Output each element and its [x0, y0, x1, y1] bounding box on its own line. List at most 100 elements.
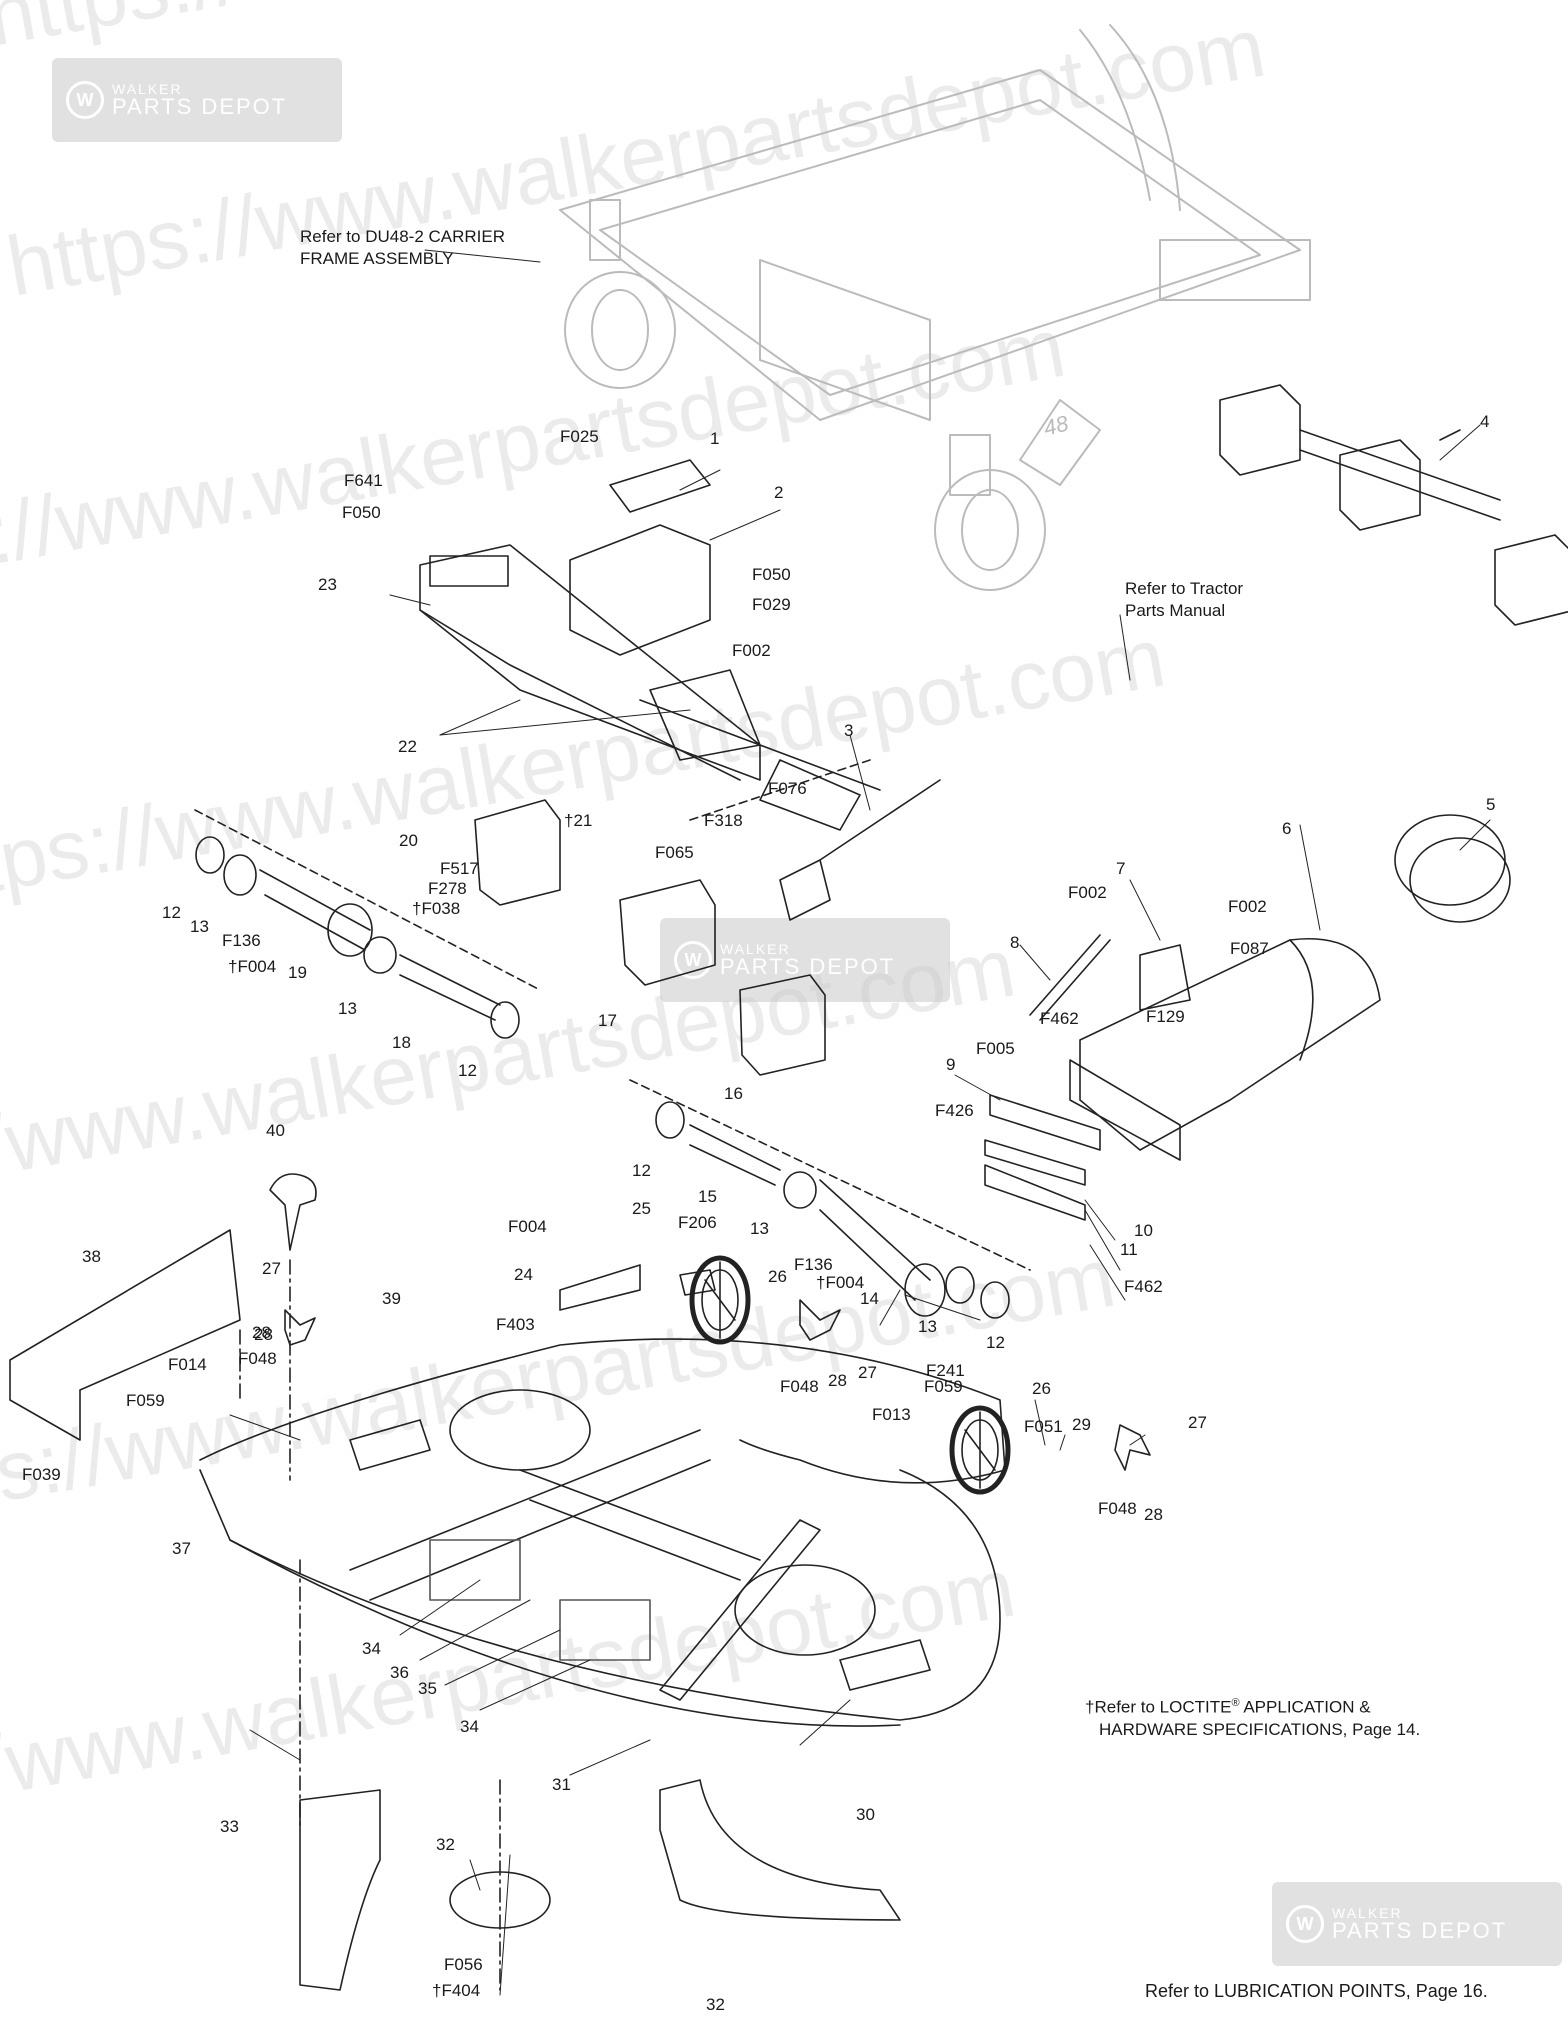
part-label: 28	[1144, 1505, 1163, 1524]
knob-27b	[1114, 1424, 1151, 1471]
watermark-brand-bottom: PARTS DEPOT	[112, 94, 288, 119]
part-label: 13	[750, 1219, 769, 1238]
part-label: 16	[724, 1084, 743, 1103]
part-label: 31	[552, 1775, 571, 1794]
part-label: F004	[508, 1217, 547, 1236]
part-label: 27	[262, 1259, 281, 1278]
gauge-wheel-26a	[689, 1255, 751, 1345]
plate-11	[984, 1164, 1086, 1221]
tractor-callout-line1: Refer to Tractor	[1125, 579, 1244, 598]
part-label: 19	[288, 963, 307, 982]
part-label: F050	[342, 503, 381, 522]
part-label: F050	[752, 565, 791, 584]
plate-10	[984, 1139, 1086, 1186]
gearbox-20	[474, 799, 561, 906]
lubrication-note: Refer to LUBRICATION POINTS, Page 16.	[1145, 1981, 1488, 2001]
part-label: 30	[856, 1805, 875, 1824]
part-label: 18	[392, 1033, 411, 1052]
mower-deck-housing	[199, 1338, 1006, 1727]
belt-cover-38	[9, 1229, 241, 1441]
part-label: F517	[440, 859, 479, 878]
pto-shield-23	[419, 544, 761, 781]
part-label: F206	[678, 1213, 717, 1232]
part-label: F014	[168, 1355, 207, 1374]
deck-size-decal: 48	[1041, 410, 1072, 441]
part-label: 12	[162, 903, 181, 922]
watermark-badge: W WALKER PARTS DEPOT	[660, 918, 950, 1002]
bracket-24	[559, 1264, 641, 1311]
registered-mark: ®	[1231, 1697, 1240, 1709]
dagger-symbol: †	[1085, 1697, 1095, 1717]
walker-logo-icon: W	[66, 81, 104, 119]
part-label: 6	[1282, 819, 1292, 838]
loctite-line2: HARDWARE SPECIFICATIONS, Page 14.	[1099, 1719, 1421, 1739]
part-label: 5	[1486, 795, 1496, 814]
part-label: 11	[1120, 1240, 1138, 1259]
part-label: 15	[698, 1187, 717, 1206]
walker-logo-icon: W	[1286, 1905, 1324, 1943]
part-label: 9	[946, 1055, 956, 1074]
watermark-brand-bottom: PARTS DEPOT	[1332, 1918, 1508, 1943]
part-label: 40	[266, 1121, 285, 1140]
part-label: F048	[1098, 1499, 1137, 1518]
part-label: 22	[398, 737, 417, 756]
part-label: 3	[844, 721, 854, 740]
right-driveline-tube	[629, 1079, 1031, 1319]
part-label: 1	[710, 429, 720, 448]
part-label: 25	[632, 1199, 651, 1218]
part-label: F136	[222, 931, 261, 950]
handle-40	[269, 1173, 317, 1251]
part-label: F278	[428, 879, 467, 898]
left-driveline-tube	[194, 809, 541, 1039]
part-label: F002	[732, 641, 771, 660]
plate-25	[679, 1269, 716, 1296]
part-label: 26	[1032, 1379, 1051, 1398]
gearbox-16	[739, 974, 826, 1076]
spring-8	[1029, 934, 1111, 1021]
part-label: F318	[704, 811, 743, 830]
part-label: 32	[436, 1835, 455, 1854]
gearbox-assembly-4	[1219, 384, 1568, 626]
carrier-frame	[559, 24, 1311, 591]
part-label: F426	[935, 1101, 974, 1120]
part-label: 8	[1010, 933, 1020, 952]
part-label: 29	[1072, 1415, 1091, 1434]
part-label: F059	[924, 1377, 963, 1396]
part-label: 38	[82, 1247, 101, 1266]
part-label: 39	[382, 1289, 401, 1308]
loctite-line1: Refer to LOCTITE	[1094, 1697, 1232, 1717]
part-label: F059	[126, 1391, 165, 1410]
part-label: 28	[252, 1323, 271, 1342]
part-label: F029	[752, 595, 791, 614]
cover-plate-1	[609, 459, 711, 513]
watermark-brand-bottom: PARTS DEPOT	[720, 954, 896, 979]
part-label: 34	[362, 1639, 381, 1658]
part-label: 26	[768, 1267, 787, 1286]
watermark-brand-top: WALKER	[720, 941, 791, 957]
discharge-chute-6	[1069, 938, 1381, 1161]
part-label: 28	[254, 1325, 273, 1344]
part-label: F462	[1124, 1277, 1163, 1296]
part-label: 13	[338, 999, 357, 1018]
part-label: F241	[926, 1361, 965, 1380]
walker-logo-icon: W	[674, 941, 712, 979]
tractor-manual-callout: Refer to Tractor Parts Manual	[1125, 578, 1243, 622]
deflector-33	[299, 1789, 381, 1991]
watermark-badge: W WALKER PARTS DEPOT	[52, 58, 342, 142]
part-label: †F404	[432, 1981, 481, 2000]
part-label: †21	[564, 811, 593, 830]
knob-27a	[799, 1299, 841, 1341]
deflector-ring-5	[1394, 814, 1511, 923]
part-label: F076	[768, 779, 807, 798]
part-label: 10	[1134, 1221, 1153, 1240]
part-label: 28	[828, 1371, 847, 1390]
part-label: F056	[444, 1955, 483, 1974]
part-label: 12	[632, 1161, 651, 1180]
part-label: 27	[858, 1363, 877, 1382]
skid-30	[659, 1779, 901, 1921]
tractor-callout-line2: Parts Manual	[1125, 601, 1226, 621]
part-label: F002	[1068, 883, 1107, 902]
bracket-7	[1139, 944, 1191, 1011]
part-label: 36	[390, 1663, 409, 1682]
part-label: 35	[418, 1679, 437, 1698]
